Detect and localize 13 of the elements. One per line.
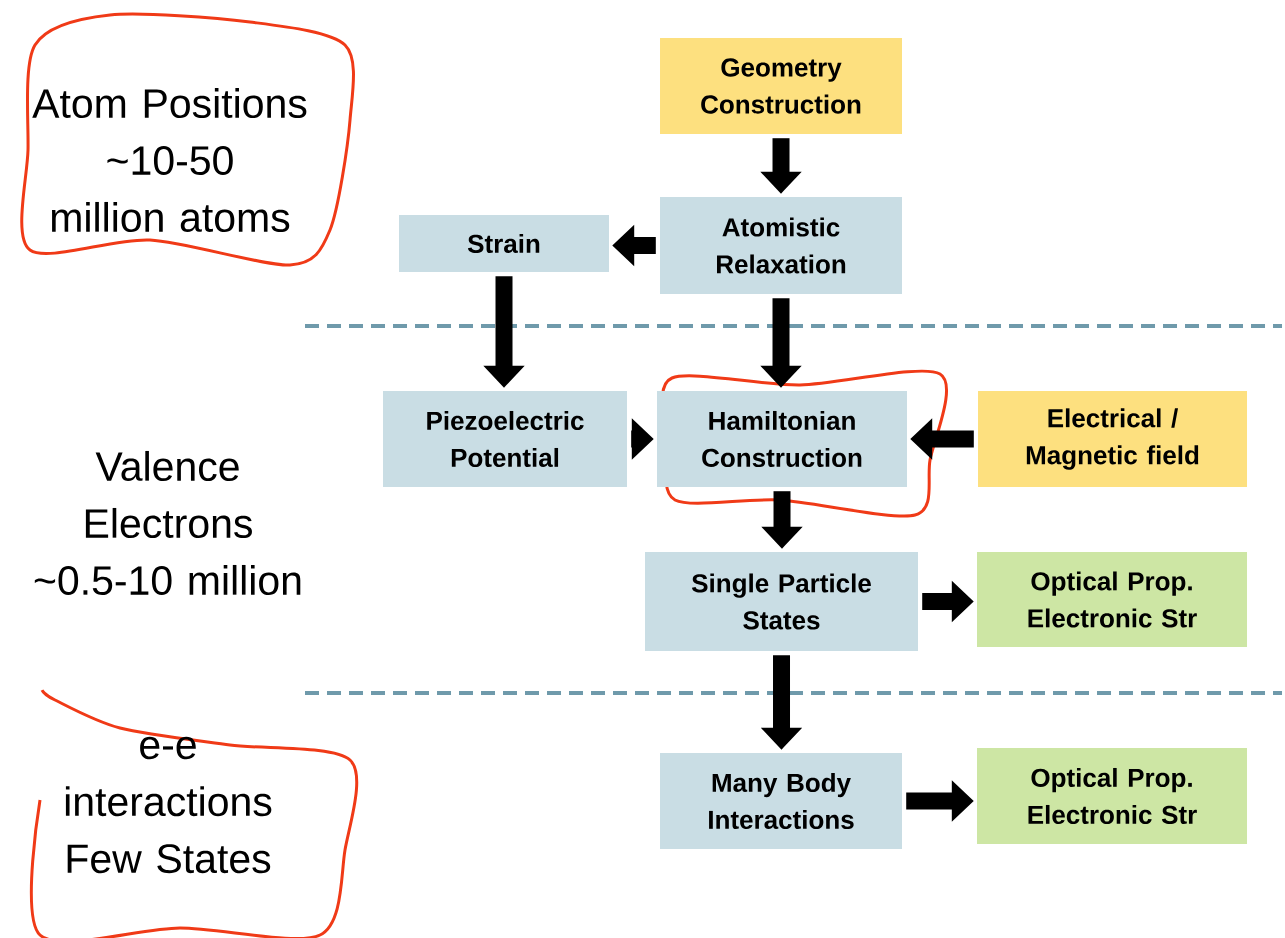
process-box: Hamiltonian Construction	[657, 391, 907, 487]
circled-note: Atom Positions ~10-50 million atoms	[20, 12, 355, 267]
side-label: Valence Electrons ~0.5-10 million	[34, 450, 301, 596]
circled-note: e-e interactions Few States	[30, 688, 359, 938]
input-box: Geometry Construction	[660, 38, 902, 134]
process-box: Many Body Interactions	[660, 753, 902, 849]
input-box: Electrical / Magnetic field	[978, 391, 1247, 487]
output-box: Optical Prop. Electronic Str	[977, 552, 1247, 647]
process-box: Piezoelectric Potential	[383, 391, 627, 487]
process-box: Strain	[399, 215, 609, 272]
output-box: Optical Prop. Electronic Str	[977, 748, 1247, 844]
process-box: Single Particle States	[645, 552, 918, 651]
process-box: Atomistic Relaxation	[660, 197, 902, 294]
